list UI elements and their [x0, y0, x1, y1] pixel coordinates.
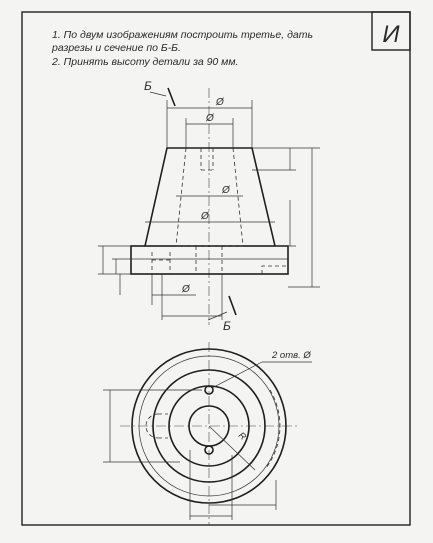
section-mark-top: Б: [144, 79, 152, 93]
dim-label-inner-diameter: Ø: [205, 113, 215, 124]
dim-label-hole-diameter: Ø: [181, 284, 191, 295]
task-line-1: 1. По двум изображениям построить третье…: [52, 29, 313, 41]
radius-label: R: [237, 430, 249, 442]
task-line-2: разрезы и сечение по Б-Б.: [51, 42, 181, 54]
variant-box: [371, 11, 411, 51]
dim-label-base-cone-diameter: Ø: [200, 211, 210, 222]
dim-label-mid-diameter: Ø: [221, 185, 231, 196]
top-view: [103, 342, 312, 525]
section-mark-bottom: Б: [223, 319, 231, 333]
dim-label-top-diameter: Ø: [215, 97, 225, 108]
sheet-frame: [21, 11, 411, 526]
variant-letter: И: [382, 21, 400, 48]
front-view: [98, 87, 320, 325]
holes-note: 2 отв. Ø: [271, 350, 311, 361]
task-line-3: 2. Принять высоту детали за 90 мм.: [51, 56, 239, 68]
